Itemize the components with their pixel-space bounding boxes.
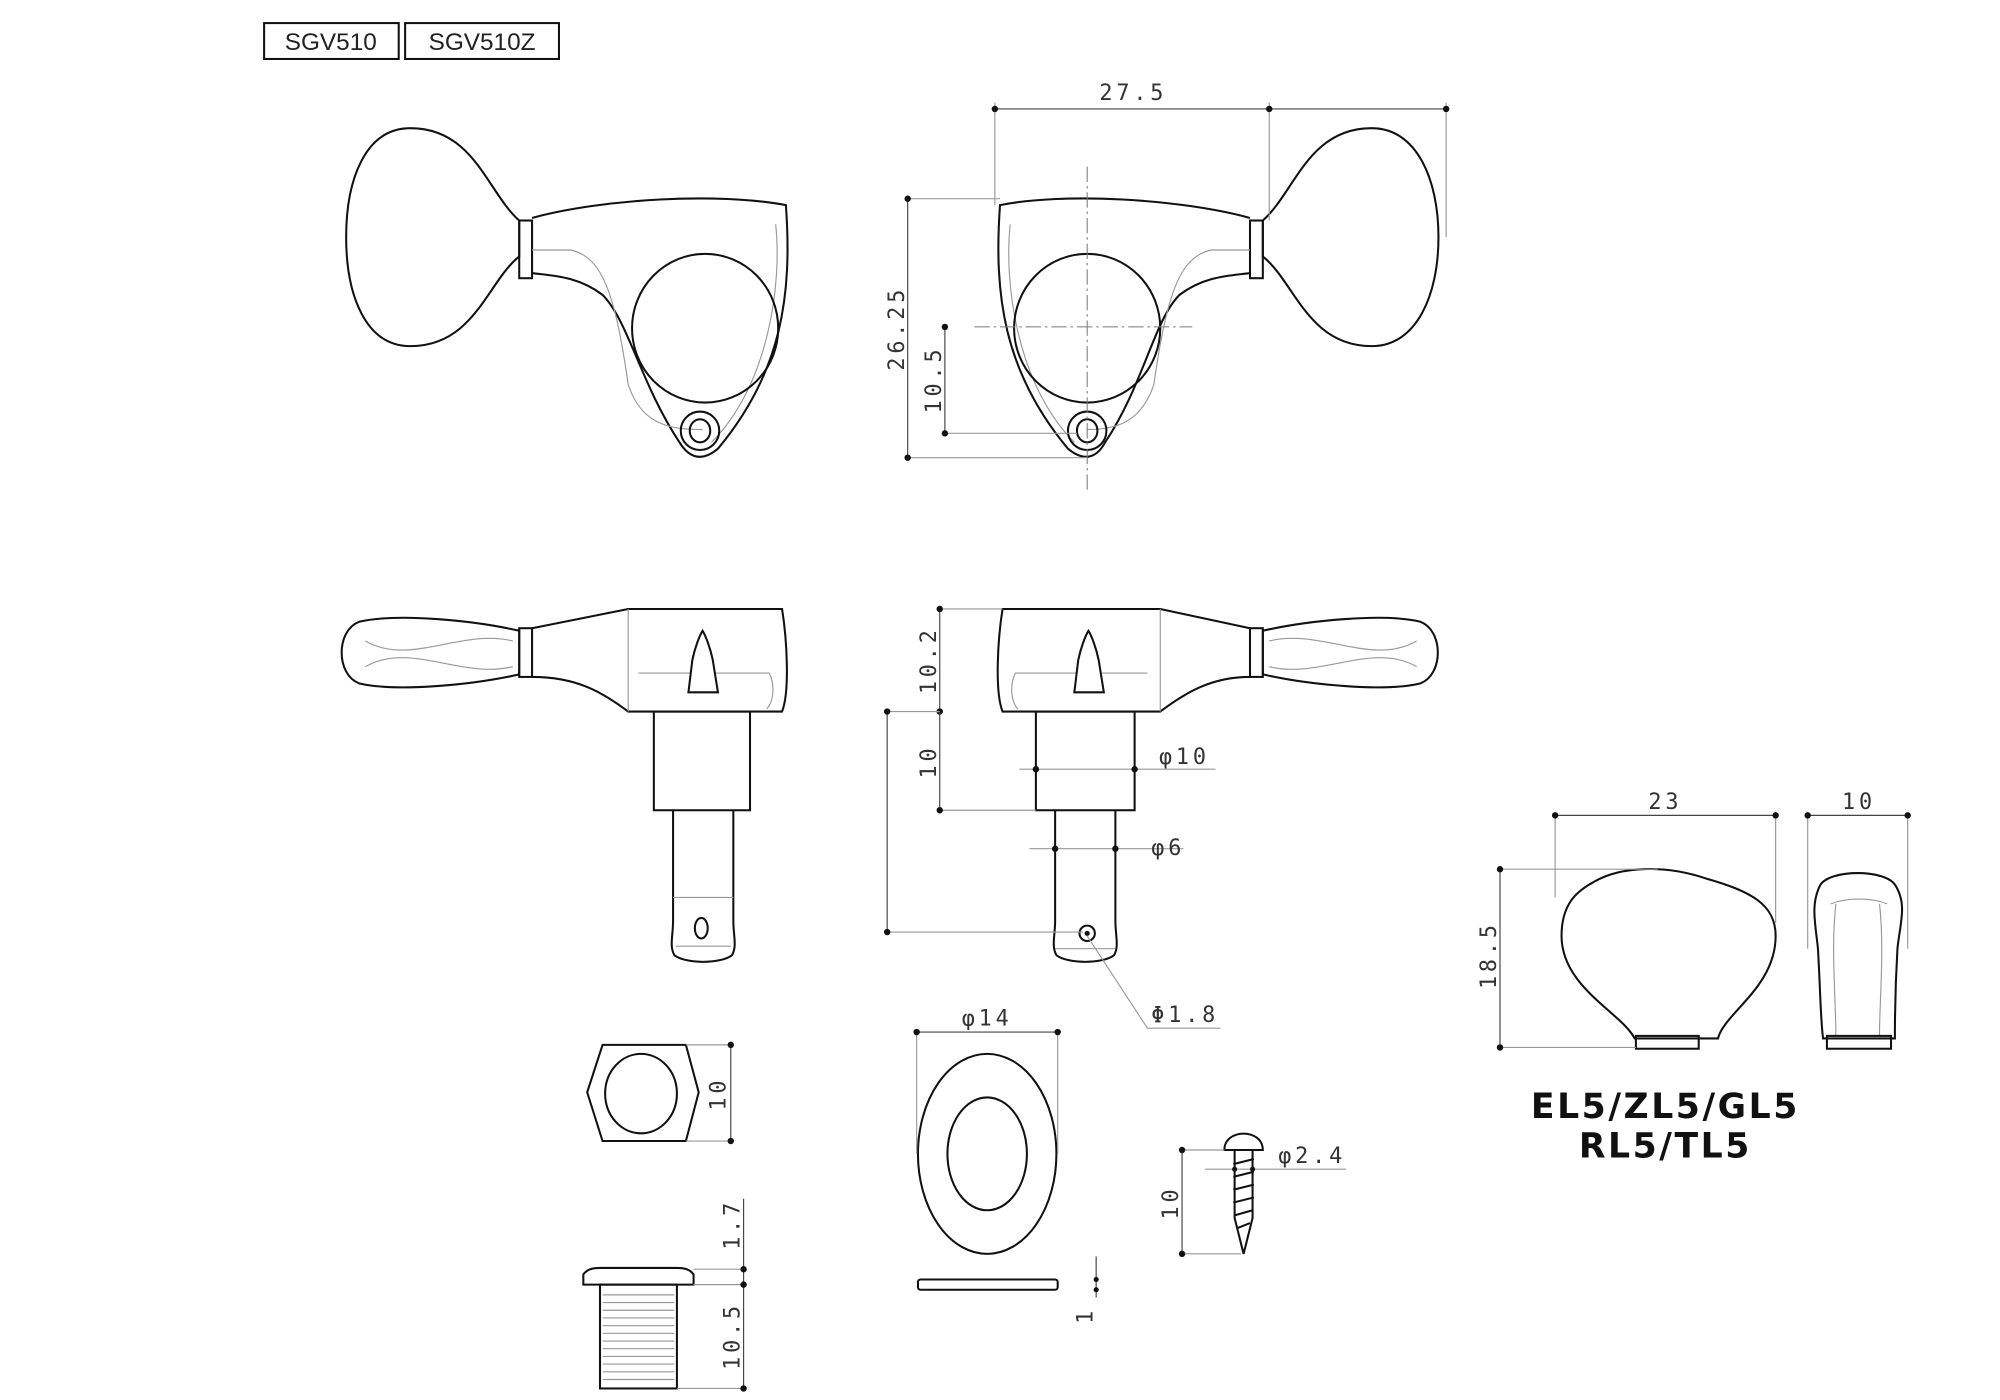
svg-text:10.2: 10.2: [917, 626, 942, 694]
knob-front-view: 23 18.5: [1477, 790, 1779, 1051]
svg-text:18.5: 18.5: [1477, 921, 1502, 989]
model-label-sgv510: SGV510: [263, 22, 400, 60]
svg-text:φ6: φ6: [1151, 836, 1185, 861]
svg-text:SGV510Z: SGV510Z: [429, 29, 536, 56]
svg-text:10.5: 10.5: [922, 346, 947, 414]
dimension-post-length: 10: [917, 711, 1036, 814]
model-label-sgv510z: SGV510Z: [404, 22, 560, 60]
svg-text:φ14: φ14: [962, 1007, 1013, 1032]
washer: φ14: [913, 1007, 1061, 1255]
svg-text:SGV510: SGV510: [285, 29, 377, 56]
dimension-housing-height: 10.2: [917, 605, 1003, 715]
hex-nut: 10: [586, 1041, 734, 1145]
svg-text:φ10: φ10: [1159, 745, 1210, 770]
dimension-post-offset: 10.5: [922, 323, 1077, 437]
svg-text:10.5: 10.5: [721, 1302, 746, 1370]
dimension-width-total: 27.5: [991, 81, 1450, 238]
dimension-shaft-diameter: φ6: [1029, 836, 1185, 861]
mounting-screw: 10 φ2.4: [1159, 1132, 1347, 1258]
tuner-side-view-right: [996, 607, 1439, 963]
knob-models-line-1: EL5/ZL5/GL5: [1531, 1087, 1800, 1127]
bushing: 1.7 10.5: [582, 1198, 747, 1392]
svg-text:26.25: 26.25: [885, 286, 910, 371]
svg-text:1: 1: [1073, 1307, 1098, 1324]
tuner-front-view-left: [345, 127, 789, 458]
svg-text:23: 23: [1648, 790, 1682, 815]
dimension-height-total: 26.25: [885, 195, 1088, 461]
svg-text:27.5: 27.5: [1099, 81, 1167, 106]
dimension-post-diameter: φ10: [1019, 745, 1216, 773]
knob-models-line-2: RL5/TL5: [1579, 1127, 1752, 1167]
svg-text:10: 10: [1159, 1186, 1184, 1220]
tuner-side-view-left: [340, 607, 788, 963]
svg-text:1.7: 1.7: [721, 1199, 746, 1250]
tuner-front-view-right: [974, 127, 1440, 490]
washer-edge-view: 1: [916, 1256, 1099, 1324]
dimension-hole-diameter: Φ1.8: [1086, 935, 1221, 1029]
svg-text:10: 10: [1842, 790, 1876, 815]
svg-text:Φ1.8: Φ1.8: [1151, 1003, 1219, 1028]
svg-text:10: 10: [917, 745, 942, 779]
svg-text:10: 10: [707, 1077, 732, 1111]
dimension-post-total: [883, 708, 1084, 936]
knob-side-view: 10: [1804, 790, 1911, 1050]
svg-text:φ2.4: φ2.4: [1278, 1144, 1346, 1169]
